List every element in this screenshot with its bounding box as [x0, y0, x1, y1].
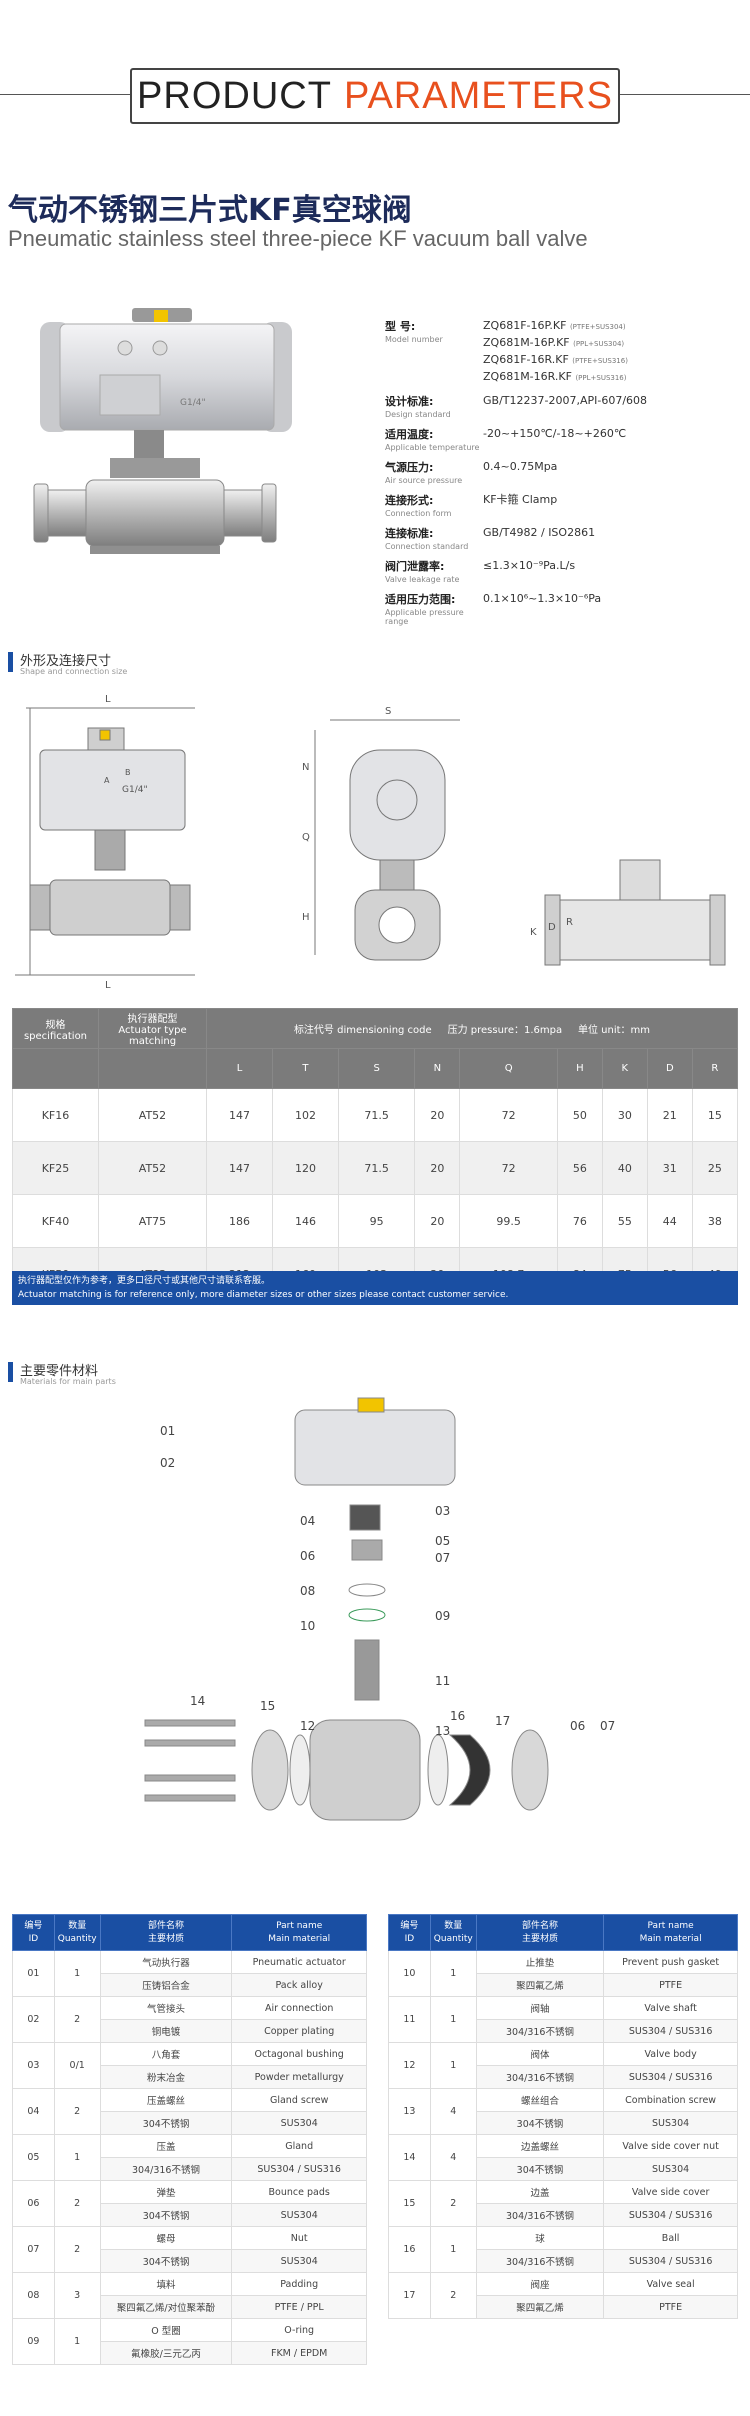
callout-02: 02 — [160, 1456, 175, 1470]
callout-06-b: 06 — [570, 1719, 585, 1733]
dim-label-B: B — [125, 768, 131, 777]
callout-15: 15 — [260, 1699, 275, 1713]
dim-label-G: G1/4" — [122, 785, 148, 795]
header-banner: PRODUCT PARAMETERS — [0, 60, 750, 130]
dimension-drawings: L G1/4" A B L S N Q H K D R — [15, 694, 726, 991]
callout-03: 03 — [435, 1504, 450, 1518]
callout-12: 12 — [300, 1719, 315, 1733]
callout-13: 13 — [435, 1724, 450, 1738]
product-title-cn: 气动不锈钢三片式KF真空球阀 — [8, 193, 412, 228]
callout-07-b: 07 — [600, 1719, 615, 1733]
banner-word-parameters: PARAMETERS — [343, 74, 613, 117]
spec-leakage-rate: 阀门泄露率:Valve leakage rate≤1.3×10⁻⁹Pa.L/s — [385, 559, 576, 584]
spec-model: 型 号:Model number ZQ681F-16P.KF (PTFE+SUS… — [385, 319, 628, 383]
banner-line-left — [0, 94, 130, 95]
callout-05: 05 — [435, 1534, 450, 1548]
product-title-en: Pneumatic stainless steel three-piece KF… — [8, 226, 588, 251]
callout-06: 06 — [300, 1549, 315, 1563]
side-view-drawing — [314, 719, 460, 961]
callout-10: 10 — [300, 1619, 315, 1633]
callout-14: 14 — [190, 1694, 205, 1708]
callout-17: 17 — [495, 1714, 510, 1728]
callout-07: 07 — [435, 1551, 450, 1565]
dim-label-L-bottom: L — [105, 980, 111, 991]
dim-label-K: K — [530, 927, 537, 938]
dim-label-N: N — [302, 762, 309, 773]
callout-01: 01 — [160, 1424, 175, 1438]
callout-09: 09 — [435, 1609, 450, 1623]
dim-label-Q: Q — [302, 832, 310, 843]
callout-16: 16 — [450, 1709, 465, 1723]
valve-hero-illustration: G1/4" — [33, 308, 292, 554]
dim-label-D: D — [548, 922, 556, 933]
dim-label-S: S — [385, 706, 391, 717]
dim-label-H: H — [302, 912, 310, 923]
dim-label-L-top: L — [105, 694, 111, 705]
callout-08: 08 — [300, 1584, 315, 1598]
banner-box: PRODUCT PARAMETERS — [130, 68, 620, 124]
actuator-note-en: Actuator matching is for reference only,… — [18, 1290, 509, 1300]
spec-list: 型 号:Model number ZQ681F-16P.KF (PTFE+SUS… — [385, 318, 745, 633]
actuator-note: 执行器配型仅作为参考，更多口径尺寸或其他尺寸请联系客服。 Actuator ma… — [12, 1271, 738, 1305]
callout-04: 04 — [300, 1514, 315, 1528]
front-view-drawing — [15, 707, 195, 976]
callout-11: 11 — [435, 1674, 450, 1688]
actuator-note-cn: 执行器配型仅作为参考，更多口径尺寸或其他尺寸请联系客服。 — [18, 1276, 271, 1286]
banner-word-product: PRODUCT — [137, 74, 332, 117]
exploded-view-diagram: 01 02 03 04 05 06 07 08 09 10 11 12 13 1… — [144, 1397, 615, 1821]
spec-temperature: 适用温度:Applicable temperature-20~+150℃/-18… — [385, 427, 627, 452]
dim-label-A: A — [104, 776, 110, 785]
svg-text:G1/4": G1/4" — [180, 398, 206, 408]
dim-label-R: R — [566, 917, 573, 928]
section-view-drawing — [544, 859, 726, 966]
banner-line-right — [620, 94, 750, 95]
